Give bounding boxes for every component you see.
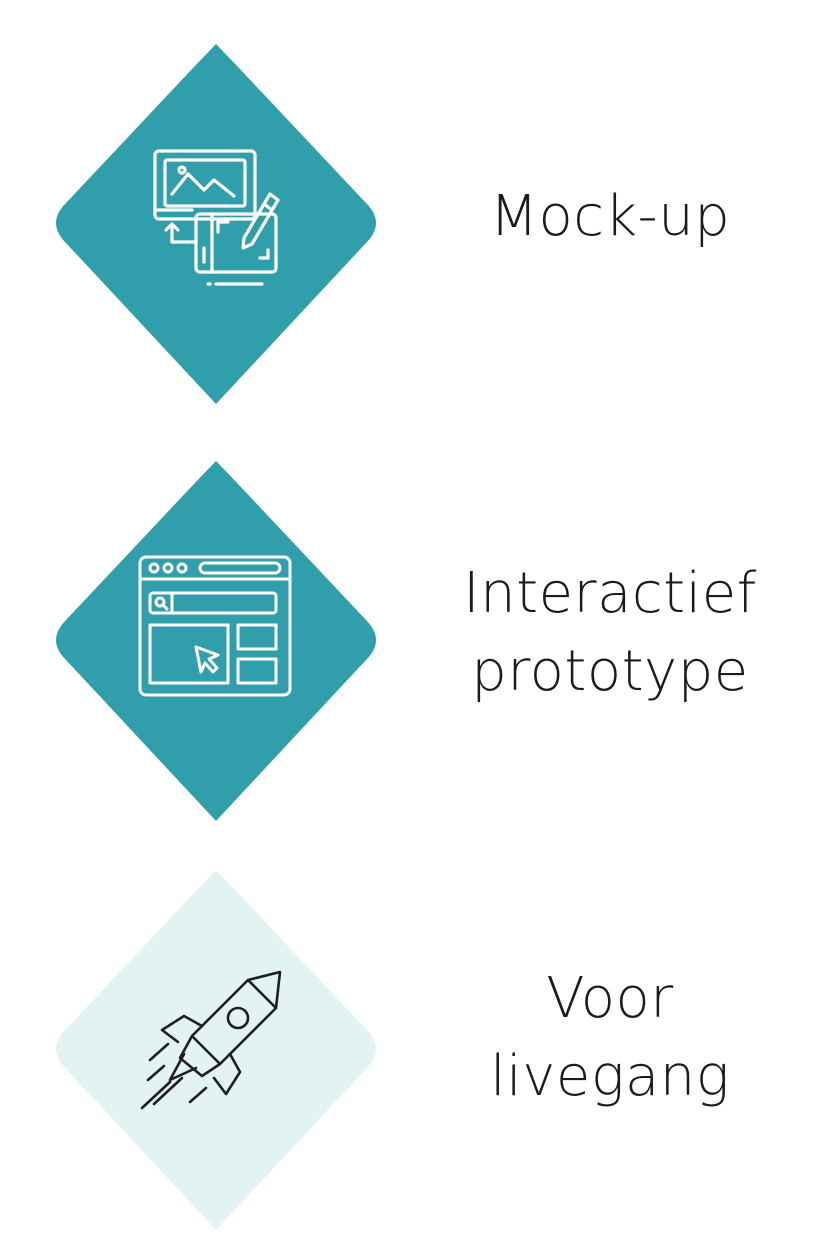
step-label: Interactief prototype [420, 555, 800, 711]
step-diamond [44, 455, 388, 825]
step-mock-up: Mock-up [0, 38, 828, 408]
step-label-line: livegang [490, 1044, 730, 1109]
browser-window-icon [138, 555, 294, 699]
diamond-shape [56, 870, 376, 1230]
design-devices-icon [152, 148, 282, 288]
step-interactief-prototype: Interactief prototype [0, 455, 828, 825]
step-label-line: Voor [546, 966, 674, 1031]
step-label-line: Mock-up [489, 184, 731, 249]
diamond-shape [56, 461, 376, 821]
step-voor-livegang: Voor livegang [0, 864, 828, 1234]
step-diamond [44, 38, 388, 408]
step-label: Mock-up [420, 178, 800, 256]
step-label-line: Interactief [463, 561, 757, 626]
diamond-shape [56, 44, 376, 404]
step-diamond [44, 864, 388, 1234]
step-label: Voor livegang [420, 960, 800, 1116]
step-label-line: prototype [471, 639, 749, 704]
rocket-icon [140, 968, 288, 1112]
